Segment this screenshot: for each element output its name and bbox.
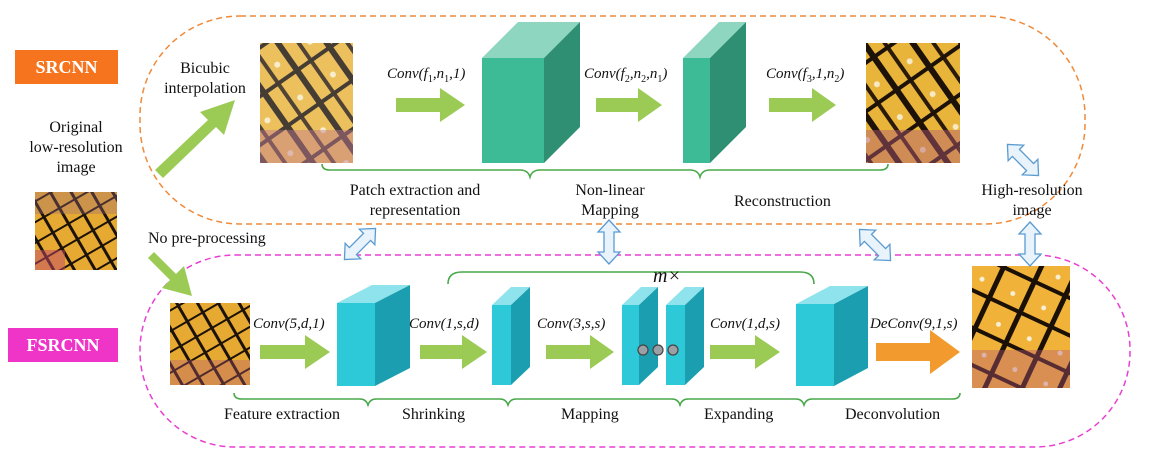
ellipsis-dots — [637, 344, 679, 356]
srcnn-conv3-label: Conv(f3,1,n2) — [766, 66, 845, 85]
srcnn-conv1-label: Conv(f1,n1,1) — [387, 66, 466, 85]
fsrcnn-arrow-2 — [420, 335, 487, 369]
shrinking-label: Shrinking — [402, 406, 466, 423]
srcnn-region — [139, 15, 1086, 225]
srcnn-brace — [321, 163, 889, 180]
nonlinear-mapping-label: Non-linear Mapping — [555, 181, 665, 221]
compare-arrow-middle — [596, 219, 622, 265]
original-lr-line-2: low-resolution — [29, 139, 123, 156]
patch-line-1: Patch extraction and — [349, 182, 481, 199]
fsrcnn-arrow-4 — [710, 335, 780, 369]
mapping-label: Mapping — [561, 406, 619, 423]
srcnn-conv2-label: Conv(f2,n2,n1) — [584, 66, 668, 85]
srcnn-output-image — [866, 43, 960, 163]
original-lr-line-3: image — [56, 159, 96, 176]
mapping-repeat-label: m× — [653, 265, 681, 287]
fsrcnn-output-image — [972, 266, 1070, 388]
patch-line-2: representation — [369, 202, 461, 219]
fsrcnn-badge: FSRCNN — [8, 328, 118, 362]
compare-arrow-bottom-right — [1017, 221, 1043, 267]
fsrcnn-feature-layer — [337, 285, 410, 386]
high-resolution-label: High-resolution image — [962, 181, 1102, 221]
mapping-repeat-bracket — [447, 271, 815, 285]
fsrcnn-expanding-layer — [796, 286, 868, 386]
deconvolution-label: Deconvolution — [845, 406, 941, 423]
fsrcnn-mapping-layer-1 — [622, 287, 658, 385]
high-res-line-1: High-resolution — [981, 182, 1083, 199]
fsrcnn-deconv-label: DeConv(9,1,s) — [870, 316, 958, 332]
srcnn-arrow-3 — [769, 88, 836, 122]
reconstruction-label: Reconstruction — [734, 193, 831, 210]
no-preprocessing-label: No pre-processing — [148, 230, 266, 247]
fsrcnn-region — [139, 254, 1131, 448]
srcnn-layer-1 — [482, 22, 580, 163]
original-lr-label: Original low-resolution image — [14, 118, 138, 178]
bicubic-line-2: interpolation — [164, 80, 246, 97]
srcnn-arrow-1 — [396, 88, 465, 122]
fsrcnn-conv3-label: Conv(3,s,s) — [537, 316, 606, 332]
expanding-label: Expanding — [704, 406, 774, 423]
bicubic-line-1: Bicubic — [180, 60, 230, 77]
fsrcnn-input-image — [170, 303, 250, 385]
mapping-line-1: Non-linear — [575, 182, 645, 199]
feature-extraction-label: Feature extraction — [224, 406, 340, 423]
srcnn-badge: SRCNN — [15, 50, 118, 84]
fsrcnn-brace — [233, 392, 961, 408]
original-lr-line-1: Original — [49, 119, 103, 136]
srcnn-input-image — [260, 43, 353, 163]
compare-arrow-left — [343, 227, 377, 261]
fsrcnn-conv2-label: Conv(1,s,d) — [409, 316, 480, 332]
srcnn-arrow-2 — [596, 88, 662, 122]
fsrcnn-shrinking-layer — [492, 287, 530, 385]
compare-arrow-right — [858, 228, 892, 262]
no-preproc-arrow — [148, 252, 192, 296]
fsrcnn-arrow-1 — [260, 335, 330, 369]
mapping-line-2: Mapping — [581, 202, 639, 219]
bicubic-label: Bicubic interpolation — [150, 59, 260, 99]
patch-extraction-label: Patch extraction and representation — [330, 181, 500, 221]
fsrcnn-arrow-3 — [546, 335, 614, 369]
deconv-arrow — [876, 330, 960, 374]
high-res-line-2: image — [1012, 202, 1052, 219]
original-lr-image — [35, 192, 117, 270]
fsrcnn-conv1-label: Conv(5,d,1) — [253, 316, 325, 332]
fsrcnn-conv4-label: Conv(1,d,s) — [710, 316, 781, 332]
bicubic-arrow — [155, 100, 235, 178]
fsrcnn-mapping-layer-2 — [666, 287, 704, 385]
srcnn-layer-2 — [683, 22, 746, 163]
compare-arrow-top-right — [1006, 143, 1040, 177]
